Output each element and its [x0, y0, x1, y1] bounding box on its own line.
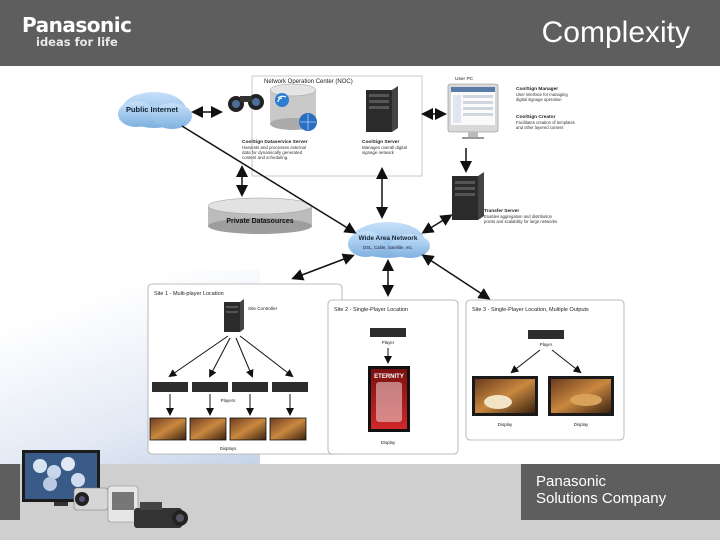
site3-display-a — [472, 376, 538, 416]
company-line1: Panasonic — [536, 473, 607, 490]
svg-text:digital signage operation: digital signage operation — [516, 97, 562, 102]
wan-site3-arrow — [421, 254, 491, 300]
site1-players-label: Players — [221, 398, 236, 403]
dataservice-server-label: CoolSign Dataservice Server — [242, 139, 308, 145]
site3-fanout-arrows — [510, 349, 582, 374]
site3-frame — [465, 299, 625, 441]
svg-text:User interface for managing: User interface for managing — [516, 92, 568, 97]
company-label: Panasonic Solutions Company — [521, 464, 720, 520]
internet-wan-arrow — [181, 125, 357, 234]
camcorder-icon — [134, 502, 188, 528]
site1-players — [152, 382, 308, 392]
coolsign-creator-label: CoolSign Creator — [516, 114, 556, 120]
coolsign-manager-desc: User interface for managing digital sign… — [516, 92, 568, 102]
site3-player-icon — [528, 330, 564, 339]
transfer-wan-arrow — [421, 214, 453, 234]
company-line2: Solutions Company — [536, 490, 667, 507]
header-bar: Panasonic ideas for life Complexity — [0, 0, 720, 66]
laptop-icon — [107, 485, 139, 523]
network-diagram: Public Internet Network Operation Center… — [118, 75, 625, 455]
site3-display-a-label: Display — [498, 422, 513, 427]
site3-player-label: Player — [540, 342, 553, 347]
transfer-server-desc: Enables aggregation and distribution poi… — [484, 214, 557, 224]
site-controller-icon — [224, 299, 244, 332]
noc-title: Network Operation Center (NOC) — [264, 79, 353, 85]
footer-accent — [0, 464, 20, 520]
private-datasources-icon: Private Datasources — [207, 197, 313, 234]
panasonic-logo: Panasonic ideas for life — [22, 13, 132, 49]
site3-display-b — [548, 376, 614, 416]
public-internet-cloud: Public Internet — [118, 92, 192, 129]
coolsign-creator-desc: Facilitates creation of templates and ot… — [516, 120, 575, 130]
database-icon — [269, 83, 317, 131]
site1-player-display-arrows — [166, 394, 294, 416]
wan-label: Wide Area Network — [359, 235, 418, 242]
svg-text:and other layered content: and other layered content — [516, 125, 564, 130]
svg-text:Manages overall digital: Manages overall digital — [362, 145, 407, 150]
coolsign-server-icon — [366, 86, 398, 132]
site2-player-label: Player — [382, 340, 395, 345]
site2-player-icon — [370, 328, 406, 337]
public-internet-label: Public Internet — [126, 105, 179, 114]
svg-text:points and scalability for lar: points and scalability for large network… — [484, 219, 557, 224]
private-datasources-label: Private Datasources — [226, 218, 293, 225]
site2-display-label: Display — [381, 440, 396, 445]
svg-text:Harvests and processes externa: Harvests and processes external — [242, 145, 306, 150]
svg-text:data for dynamically generated: data for dynamically generated — [242, 150, 303, 155]
site3-title: Site 3 - Single-Player Location, Multipl… — [472, 307, 589, 313]
svg-text:Enables aggregation and distri: Enables aggregation and distribution — [484, 214, 553, 219]
svg-text:Facilitates creation of templa: Facilitates creation of templates — [516, 120, 575, 125]
wan-sub-label: DSL, Cable, Satellite, etc. — [363, 245, 413, 250]
wan-cloud: Wide Area Network DSL, Cable, Satellite,… — [348, 222, 430, 258]
product-devices-image — [22, 450, 188, 528]
camera-icon — [73, 487, 109, 511]
coolsign-server-desc: Manages overall digital signage network — [362, 145, 407, 155]
transfer-server-label: Transfer Server — [484, 208, 519, 214]
site1-displays-label: Displays — [220, 446, 237, 451]
user-pc-label: User PC — [455, 76, 474, 82]
coolsign-server-label: CoolSign Server — [362, 139, 399, 145]
svg-text:signage network: signage network — [362, 150, 395, 155]
logo-brand: Panasonic — [22, 13, 132, 37]
site2-portrait-display: ETERNITY — [368, 366, 410, 432]
wan-site1-arrow — [291, 253, 355, 281]
user-pc-monitor-icon — [447, 83, 499, 139]
site3-display-b-label: Display — [574, 422, 589, 427]
coolsign-manager-label: CoolSign Manager — [516, 86, 558, 92]
site2-title: Site 2 - Single-Player Location — [334, 307, 408, 313]
svg-text:content and scheduling.: content and scheduling. — [242, 155, 288, 160]
site2-sign-text: ETERNITY — [374, 374, 404, 380]
site-controller-label: Site Controller — [248, 306, 278, 311]
binoculars-icon — [228, 94, 264, 112]
slide-title: Complexity — [541, 16, 690, 49]
tv-monitor-icon — [22, 450, 100, 506]
site1-displays — [149, 417, 307, 441]
dataservice-desc: Harvests and processes external data for… — [242, 145, 306, 160]
logo-tagline: ideas for life — [36, 35, 118, 49]
transfer-server-icon — [452, 172, 484, 220]
site1-fanout-arrows — [168, 335, 294, 378]
site1-title: Site 1 - Multi-player Location — [154, 291, 224, 297]
